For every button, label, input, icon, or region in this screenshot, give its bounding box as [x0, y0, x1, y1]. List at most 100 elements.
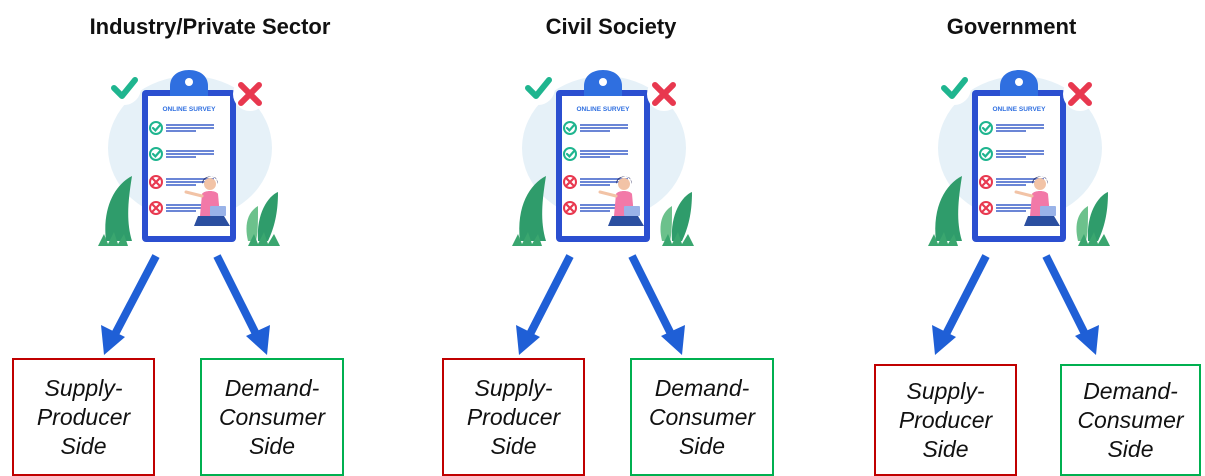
box-line: Consumer [218, 403, 326, 430]
grass-right [1078, 232, 1110, 246]
box-line: Demand- [224, 374, 320, 401]
survey-label: ONLINE SURVEY [163, 106, 217, 113]
row-text-line [580, 130, 610, 132]
person-laptop [210, 206, 226, 216]
box-line: Producer [36, 403, 131, 430]
row-text-line [996, 210, 1026, 212]
group-title: Civil Society [545, 14, 677, 39]
row-check-icon-mark [981, 150, 991, 159]
row-cross-icon [563, 175, 577, 189]
leaf-right [257, 192, 278, 241]
row-check-icon [979, 121, 993, 135]
supply-producer-box: Supply- Producer Side [874, 364, 1017, 476]
leaf-left [935, 176, 962, 241]
row-check-icon [563, 147, 577, 161]
group-industry: Industry/Private Sector ONLINE SURVEY Su… [0, 0, 420, 476]
online-survey-illustration: ONLINE SURVEY [512, 70, 694, 246]
row-check-icon [149, 121, 163, 135]
arrow-head-demand [246, 325, 270, 355]
person-head [1034, 178, 1046, 190]
row-text-line [166, 204, 214, 206]
arrow-to-supply [109, 254, 160, 340]
row-text-line [580, 210, 610, 212]
clip-hole [1015, 78, 1023, 86]
box-line: Producer [466, 403, 561, 430]
row-text-line [996, 127, 1044, 129]
row-text-line [166, 207, 214, 209]
leaf-right-small [1076, 206, 1088, 241]
person-head [204, 178, 216, 190]
row-text-line [996, 178, 1044, 180]
arrow-head-demand [1075, 325, 1099, 355]
person-legs [1024, 216, 1060, 226]
demand-consumer-box: Demand- Consumer Side [630, 358, 774, 476]
survey-label: ONLINE SURVEY [993, 106, 1047, 113]
row-text-line [166, 130, 196, 132]
grass-left [98, 232, 128, 246]
row-check-icon [149, 147, 163, 161]
demand-consumer-box: Demand- Consumer Side [1060, 364, 1201, 476]
supply-producer-box: Supply- Producer Side [442, 358, 585, 476]
leaf-left [519, 176, 546, 241]
survey-label: ONLINE SURVEY [577, 106, 631, 113]
person-arm [184, 190, 204, 198]
box-line: Demand- [654, 374, 750, 401]
box-line: Side [60, 432, 107, 459]
row-check-icon-mark [151, 124, 161, 133]
row-text-line [580, 184, 610, 186]
row-cross-icon-mark [981, 177, 991, 187]
row-text-line [996, 153, 1044, 155]
row-cross-icon [149, 201, 163, 215]
box-line: Supply- [474, 374, 553, 401]
row-cross-icon-mark [565, 177, 575, 187]
row-text-line [996, 184, 1026, 186]
row-text-line [166, 210, 196, 212]
grass-right [248, 232, 280, 246]
person-head [618, 178, 630, 190]
check-badge-icon [525, 77, 552, 99]
person-legs [194, 216, 230, 226]
row-check-icon [563, 121, 577, 135]
group-civil-society: Civil Society ONLINE SURVEY Supply- Prod… [420, 0, 790, 476]
box-line: Supply- [44, 374, 123, 401]
box-line: Consumer [1077, 406, 1184, 433]
arrow-head-supply [516, 325, 540, 355]
grass-left [512, 232, 542, 246]
box-line: Side [1107, 435, 1154, 462]
row-text-line [996, 181, 1044, 183]
leaf-left [105, 176, 132, 241]
person-arm [1014, 190, 1034, 198]
person-laptop [1040, 206, 1056, 216]
row-text-line [166, 153, 214, 155]
group-government: Government ONLINE SURVEY Supply- Produce… [830, 0, 1205, 476]
box-line: Side [922, 435, 969, 462]
row-check-icon-mark [565, 124, 575, 133]
row-text-line [580, 181, 628, 183]
row-check-icon [979, 147, 993, 161]
row-text-line [580, 204, 628, 206]
row-text-line [166, 184, 196, 186]
row-check-icon-mark [981, 124, 991, 133]
person-arm [598, 190, 618, 198]
online-survey-illustration: ONLINE SURVEY [928, 70, 1110, 246]
row-cross-icon [149, 175, 163, 189]
row-text-line [580, 124, 628, 126]
person-legs [608, 216, 644, 226]
row-text-line [996, 130, 1026, 132]
row-cross-icon-mark [565, 203, 575, 213]
arrow-head-supply [932, 325, 956, 355]
row-text-line [166, 178, 214, 180]
arrow-to-demand [1042, 254, 1091, 340]
box-line: Side [678, 432, 726, 459]
leaf-right-small [660, 206, 672, 241]
arrows [932, 254, 1099, 355]
arrow-to-demand [213, 254, 262, 340]
row-text-line [996, 207, 1044, 209]
arrow-to-demand [628, 254, 677, 340]
box-line: Supply- [906, 377, 985, 404]
group-title: Government [946, 14, 1077, 39]
arrow-to-supply [524, 254, 574, 340]
row-text-line [166, 127, 214, 129]
box-line: Demand- [1083, 377, 1178, 404]
leaf-right [1087, 192, 1108, 241]
